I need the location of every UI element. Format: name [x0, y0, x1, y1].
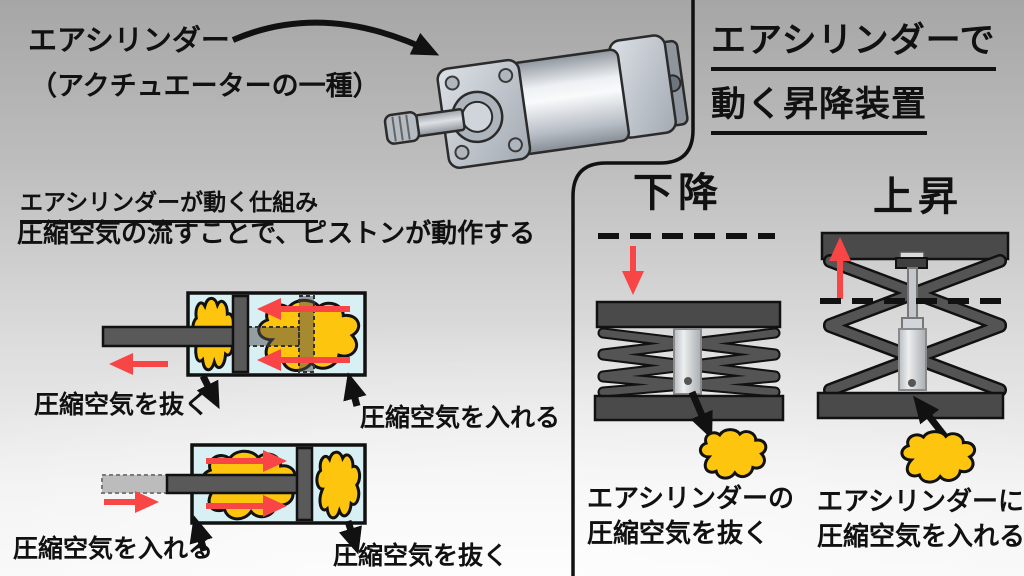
thread-line [405, 114, 411, 140]
bolt-hole [444, 75, 460, 91]
supply-air-cloud [900, 430, 976, 484]
exhaust-arrow [688, 390, 713, 440]
lift-ascend [816, 231, 1010, 484]
mechanism-heading: エアシリンダーが動く仕組み [20, 189, 319, 223]
bolt-hole [454, 144, 470, 160]
label-arrow-supply [343, 372, 367, 407]
intro-subtitle: （アクチュエーターの一種） [30, 71, 380, 102]
ascend-caption: エアシリンダーに 圧縮空気を入れる [817, 485, 1024, 555]
lift-panel-title-line2: 動く昇降装置 [711, 84, 928, 135]
piston-rod [101, 325, 236, 348]
ascend-caption-line2: 圧縮空気を入れる [817, 522, 1024, 552]
piston-rod [165, 473, 300, 495]
thread-line [398, 115, 404, 141]
exhaust-air-cloud [699, 428, 767, 480]
rod-mount-bracket [895, 257, 928, 269]
ascend-title: 上昇 [873, 174, 963, 220]
piston [295, 446, 314, 522]
extend-label-exhaust: 圧縮空気を抜く [333, 541, 509, 570]
bolt-hole [507, 137, 523, 153]
descend-caption-line1: エアシリンダーの [587, 484, 794, 514]
lift-cylinder-rod [907, 267, 918, 321]
bottom-platform [593, 394, 785, 422]
ghost-rod [247, 326, 300, 347]
label-arrow-supply [189, 515, 213, 552]
lift-cylinder-compressed [673, 328, 702, 395]
cylinder-port-dot [684, 377, 692, 385]
descend-title: 下降 [633, 170, 723, 216]
bottom-platform [816, 391, 1005, 420]
label-arrow-exhaust [196, 374, 220, 410]
descend-caption-line2: 圧縮空気を抜く [587, 519, 770, 549]
mechanism-description: 圧縮空気の流すことで、ピストンが動作する [17, 219, 536, 249]
retract-diagram [101, 291, 367, 410]
retract-label-supply: 圧縮空気を入れる [360, 403, 561, 432]
bolt-hole [498, 67, 514, 83]
intro-pointer-arrow [231, 19, 440, 56]
lift-cylinder-body [898, 328, 927, 391]
ghost-piston [298, 295, 315, 373]
thread-line [391, 116, 397, 142]
retract-label-exhaust: 圧縮空気を抜く [34, 390, 210, 419]
piston [231, 294, 250, 374]
cylinder-port-dot [908, 379, 916, 387]
ascend-caption-line1: エアシリンダーに [817, 487, 1024, 517]
lift-panel-title-line1: エアシリンダーで [711, 20, 996, 71]
extend-diagram [101, 443, 367, 555]
extend-label-supply: 圧縮空気を入れる [13, 534, 214, 563]
descend-caption: エアシリンダーの 圧縮空気を抜く [587, 482, 794, 552]
section-divider-line [571, 0, 695, 576]
air-cylinder-illustration [383, 34, 689, 169]
top-platform [595, 300, 782, 329]
intro-title: エアシリンダー [28, 23, 230, 57]
ghost-rod [101, 474, 169, 494]
lift-descend [593, 233, 785, 480]
label-arrow-exhaust [338, 519, 362, 555]
